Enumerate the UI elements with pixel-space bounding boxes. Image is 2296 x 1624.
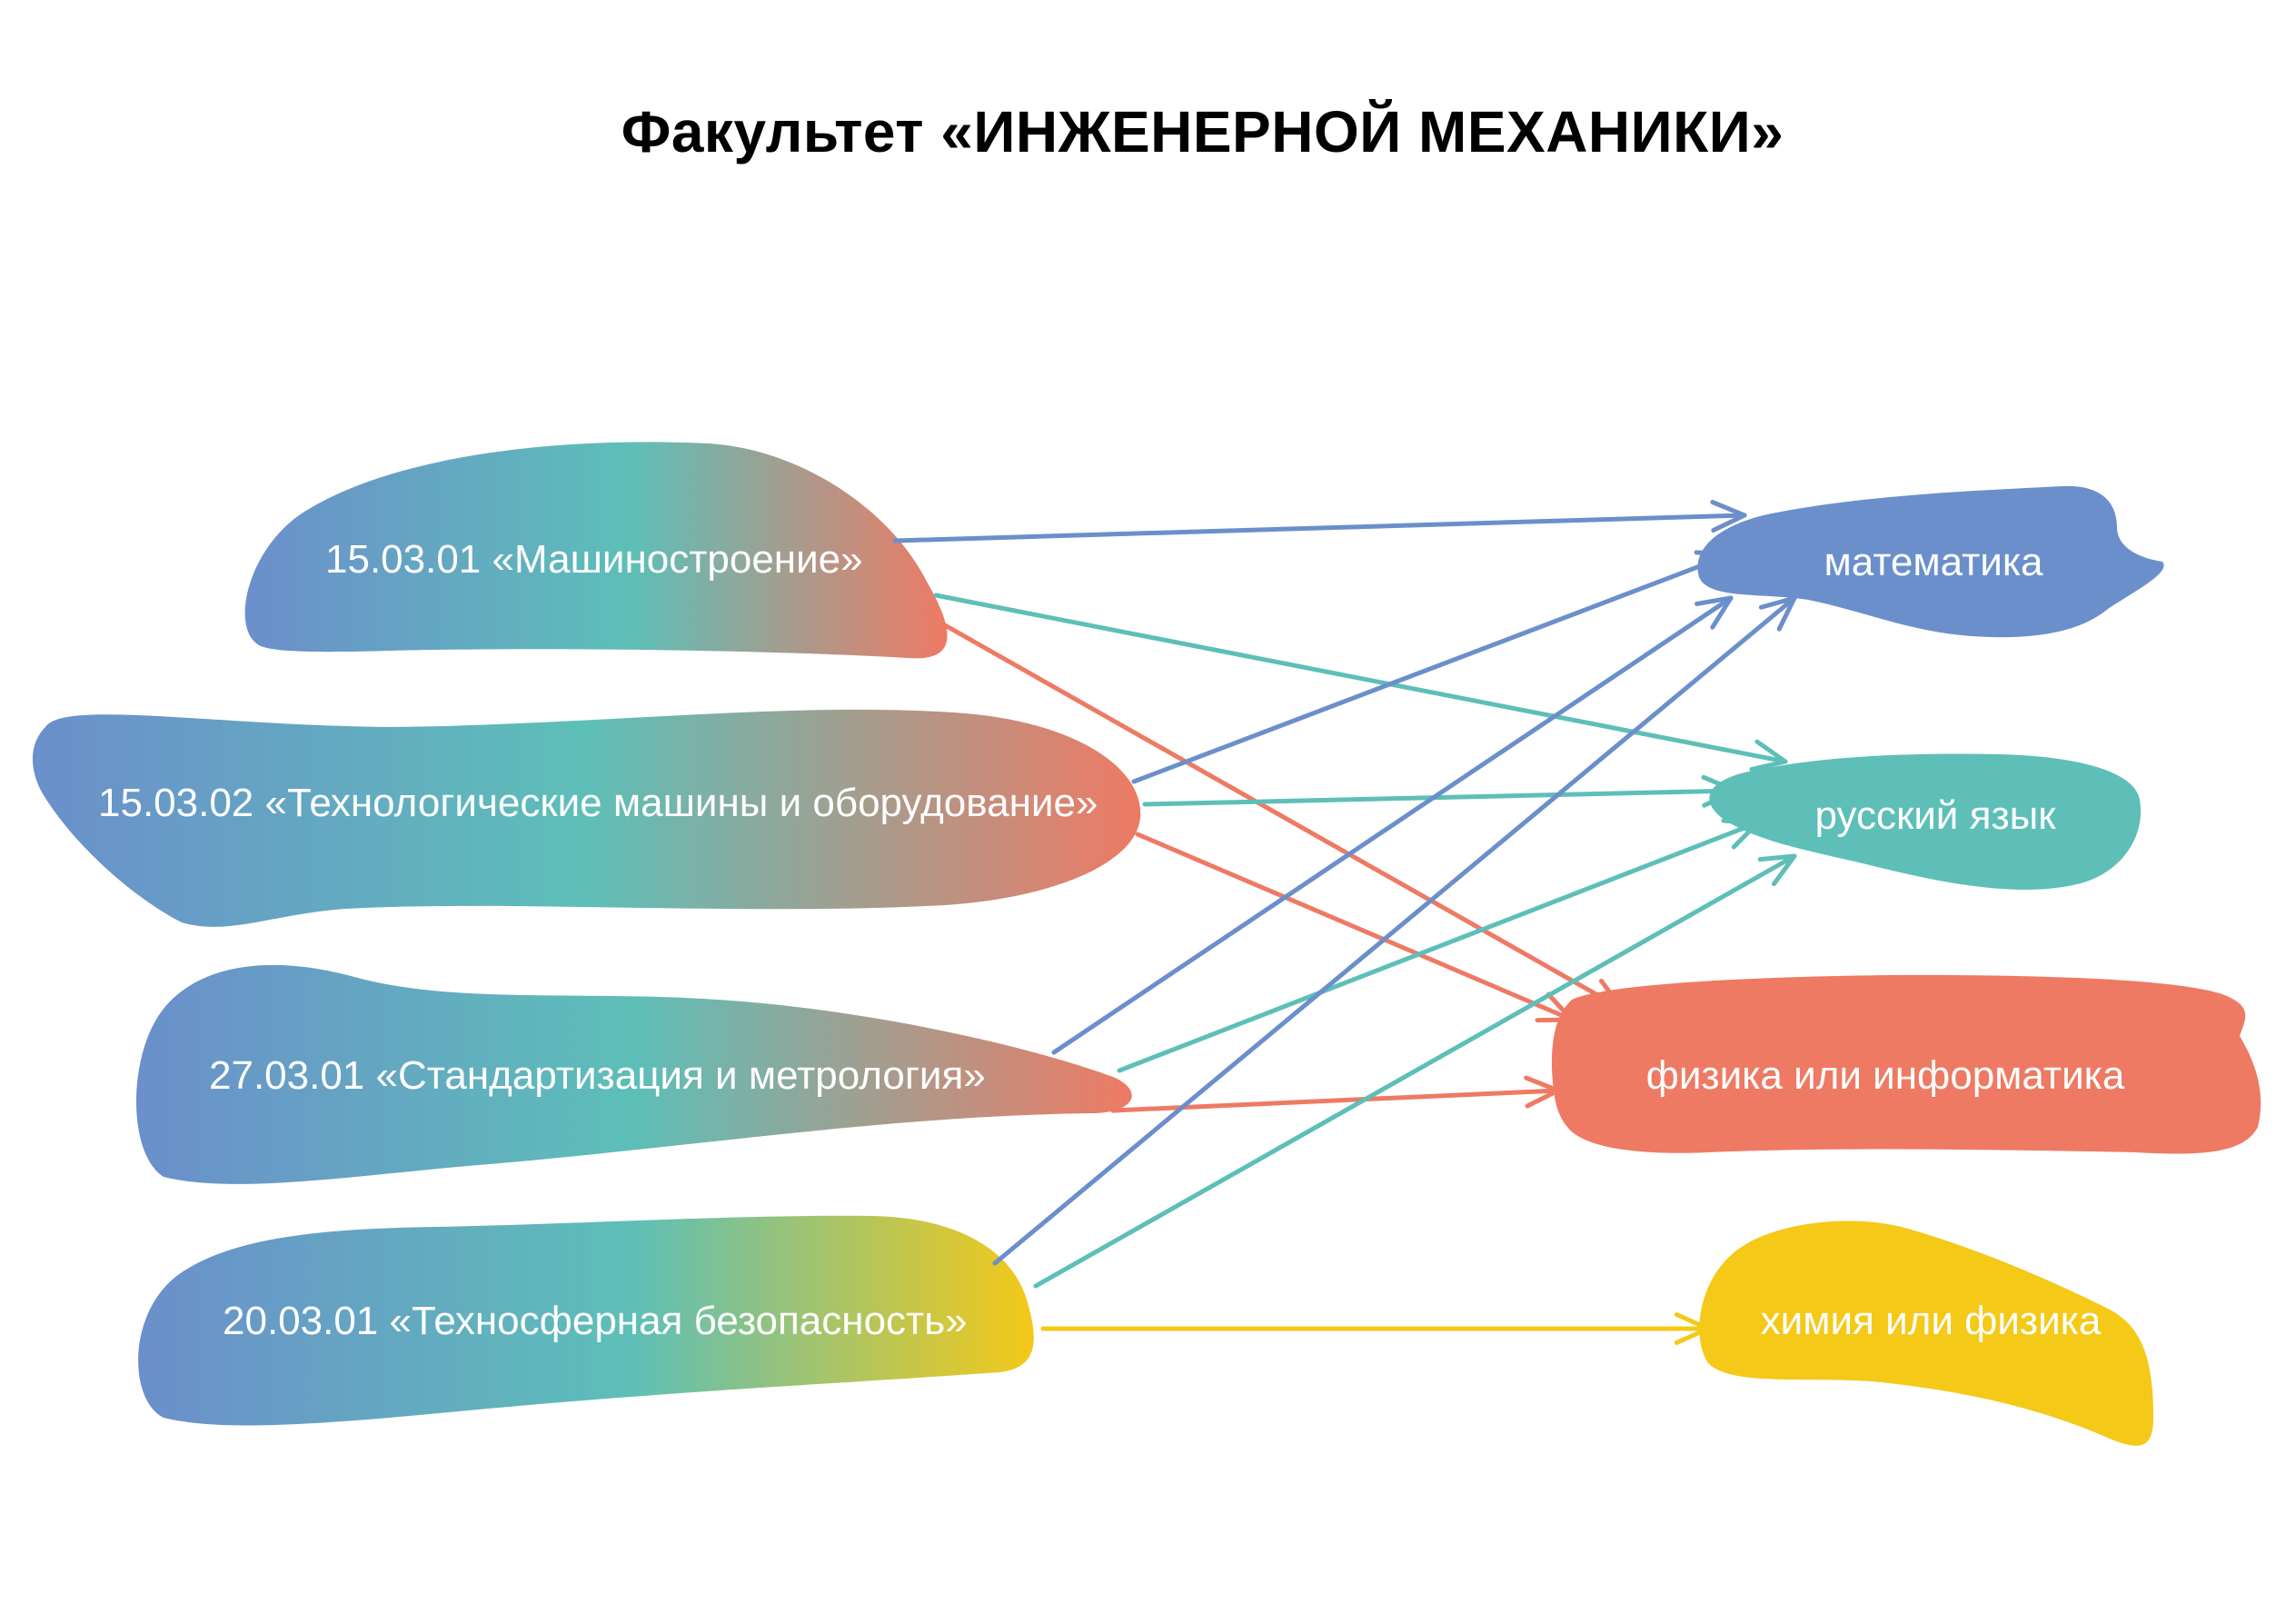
arrowhead-p3-to-rus xyxy=(1721,818,1761,850)
program-label-p2: 15.03.02 «Технологические машины и обору… xyxy=(98,781,1098,825)
arrowhead-p4-to-math xyxy=(1758,595,1797,632)
arrow-p1-to-phys xyxy=(942,623,1625,1011)
subject-blob-math xyxy=(1697,485,2164,638)
arrowhead-p1-to-phys xyxy=(1585,978,1625,1011)
program-blob-p1 xyxy=(244,442,948,659)
subject-blob-phys xyxy=(1551,974,2261,1154)
program-label-p4: 20.03.01 «Техносферная безопасность» xyxy=(223,1299,968,1343)
subject-blob-chem xyxy=(1699,1220,2153,1446)
arrow-p3-to-phys xyxy=(1110,1088,1561,1113)
arrowhead-p2-to-phys xyxy=(1535,991,1575,1023)
arrow-p2-to-phys xyxy=(1135,832,1575,1022)
arrow-p4-to-math xyxy=(992,595,1797,1266)
arrowhead-p3-to-math xyxy=(1695,595,1734,630)
arrowhead-p1-to-rus xyxy=(1749,739,1788,772)
arrow-p2-to-rus xyxy=(1142,788,1738,807)
subject-blob-rus xyxy=(1709,753,2142,891)
page-title: Факультет «ИНЖЕНЕРНОЙ МЕХАНИКИ» xyxy=(621,99,1784,164)
program-label-p3: 27.03.01 «Стандартизация и метрология» xyxy=(209,1053,986,1098)
arrowhead-p4-to-chem xyxy=(1674,1312,1711,1345)
program-blob-p3 xyxy=(136,964,1132,1184)
program-blob-p4 xyxy=(138,1215,1034,1426)
subject-label-phys: физика или информатика xyxy=(1646,1053,2125,1098)
arrow-p3-to-rus xyxy=(1117,820,1761,1073)
arrow-p2-to-math xyxy=(1131,552,1734,784)
arrowhead-p2-to-rus xyxy=(1701,774,1738,808)
arrowhead-p3-to-phys xyxy=(1524,1075,1561,1109)
subject-label-math: математика xyxy=(1824,540,2043,584)
subject-label-rus: русский язык xyxy=(1815,793,2057,838)
arrowhead-p1-to-math xyxy=(1710,500,1747,533)
arrow-p1-to-rus xyxy=(933,593,1788,764)
subject-label-chem: химия или физика xyxy=(1761,1299,2102,1343)
arrow-p1-to-math xyxy=(892,513,1747,543)
edges-layer xyxy=(892,500,1797,1345)
program-label-p1: 15.03.01 «Машиностроение» xyxy=(325,537,863,582)
program-blob-p2 xyxy=(32,709,1141,927)
arrowhead-p2-to-math xyxy=(1694,550,1734,582)
arrowhead-p4-to-rus xyxy=(1757,853,1797,887)
arrow-p3-to-math xyxy=(1051,595,1734,1055)
arrow-p4-to-rus xyxy=(1033,853,1797,1289)
